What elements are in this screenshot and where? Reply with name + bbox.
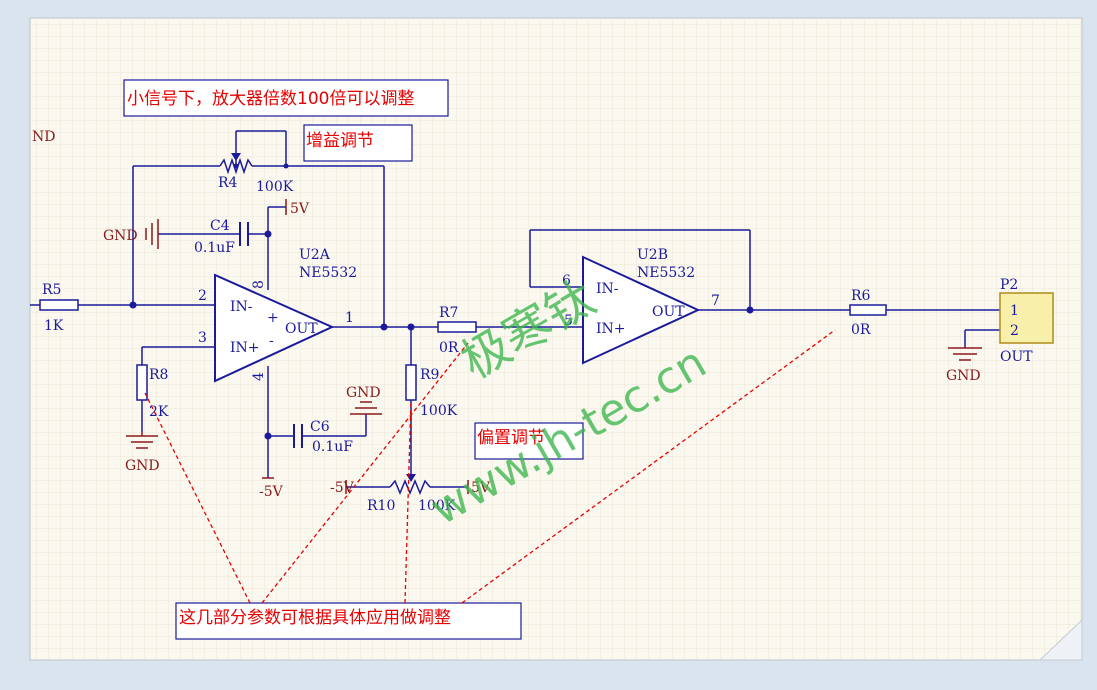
u2a-plus-sign: +: [267, 310, 279, 326]
c6-value: 0.1uF: [312, 439, 353, 455]
r8-ref: R8: [149, 367, 168, 383]
bias-note-text: 偏置调节: [477, 428, 545, 448]
gnd-label-p2: GND: [946, 368, 981, 384]
c4-value: 0.1uF: [194, 240, 235, 256]
top-note-text: 小信号下，放大器倍数100倍可以调整: [127, 89, 414, 109]
u2a-pin1: 1: [345, 310, 354, 326]
gain-note-text: 增益调节: [306, 131, 374, 151]
r10-value: 100K: [418, 498, 456, 514]
capacitor-c6[interactable]: [293, 424, 303, 448]
u2b-in-minus: IN-: [596, 281, 619, 297]
r9-value: 100K: [420, 403, 458, 419]
plus5v-label-r10: 5V: [471, 480, 491, 496]
ground-symbol-c6: [350, 401, 382, 415]
u2b-pin5: 5: [564, 313, 573, 329]
r4-value: 100K: [256, 179, 294, 195]
u2a-out: OUT: [285, 321, 318, 337]
potentiometer-r4[interactable]: [219, 157, 253, 175]
resistor-r7[interactable]: [437, 321, 477, 333]
u2b-ref: U2B: [637, 247, 668, 263]
potentiometer-r10[interactable]: [389, 479, 431, 495]
resistor-r5[interactable]: [39, 299, 79, 311]
u2a-ref: U2A: [299, 247, 331, 263]
left-edge-label: ND: [32, 129, 55, 145]
r7-value: 0R: [439, 340, 459, 356]
junction-dots: [129, 163, 754, 440]
r9-ref: R9: [420, 367, 439, 383]
r8-value: 2K: [149, 404, 169, 420]
u2b-in-plus: IN+: [596, 321, 626, 337]
u2a-minus-sign: -: [269, 333, 274, 349]
resistor-r8[interactable]: [136, 364, 148, 401]
u2a-part: NE5532: [299, 265, 357, 281]
minus5v-label-r10: -5V: [330, 480, 355, 496]
u2b-out: OUT: [652, 304, 685, 320]
u2a-pin4: 4: [251, 372, 267, 381]
gnd-label-left: GND: [103, 228, 138, 244]
u2a-pin2: 2: [198, 288, 207, 304]
u2b-pin6: 6: [562, 273, 571, 289]
c4-ref: C4: [210, 218, 230, 234]
leader-lines: [144, 329, 836, 604]
u2b-part: NE5532: [637, 265, 695, 281]
r4-ref: R4: [218, 175, 238, 191]
c6-ref: C6: [310, 419, 330, 435]
r10-ref: R10: [367, 498, 395, 514]
page-curl: [1038, 618, 1083, 661]
top-note-box: [123, 79, 449, 117]
u2a-pin8: 8: [251, 280, 267, 289]
u2a-pin3: 3: [198, 330, 207, 346]
gnd-label-c6: GND: [346, 385, 381, 401]
ground-symbol-p2: [948, 347, 982, 361]
capacitor-c4[interactable]: [239, 222, 249, 246]
bias-note-box: [474, 422, 584, 460]
minus5v-label-u2a: -5V: [259, 484, 284, 500]
connector-p2[interactable]: [999, 292, 1054, 344]
resistor-r9[interactable]: [405, 364, 417, 401]
wires: [30, 130, 1000, 488]
resistor-r6[interactable]: [849, 304, 887, 316]
ground-symbol-c4: [145, 219, 159, 249]
ground-symbol-r8: [126, 432, 158, 449]
gain-note-box: [303, 124, 413, 162]
opamp-u2b[interactable]: [582, 255, 701, 365]
r4-wiper-arrow: [231, 153, 241, 161]
p2-pin1: 1: [1010, 303, 1019, 319]
bottom-note-text: 这几部分参数可根据具体应用做调整: [179, 608, 451, 628]
r7-ref: R7: [439, 305, 458, 321]
r6-ref: R6: [851, 288, 871, 304]
u2a-in-plus: IN+: [230, 340, 260, 356]
u2b-pin7: 7: [711, 293, 720, 309]
p2-out-label: OUT: [1000, 349, 1033, 365]
r6-value: 0R: [851, 322, 871, 338]
opamp-u2a[interactable]: [214, 273, 335, 383]
gnd-label-r8: GND: [125, 458, 160, 474]
u2a-in-minus: IN-: [230, 299, 253, 315]
r5-ref: R5: [42, 282, 61, 298]
plus5v-label-u2a: 5V: [290, 201, 310, 217]
r5-value: 1K: [44, 318, 64, 334]
p2-pin2: 2: [1010, 323, 1019, 339]
bottom-note-box: [175, 602, 522, 640]
p2-ref: P2: [1000, 277, 1018, 293]
